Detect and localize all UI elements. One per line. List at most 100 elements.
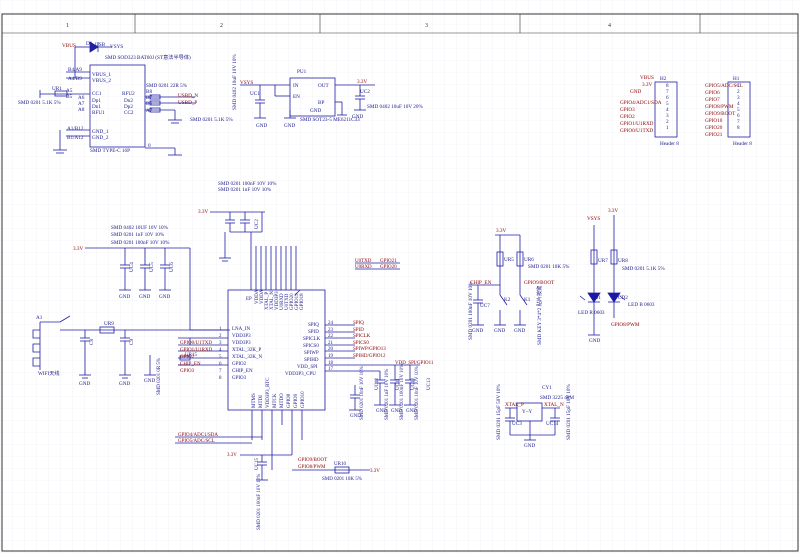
buttons-gnd: GND bbox=[472, 328, 483, 334]
usb-net-dn: USBD_N bbox=[178, 93, 198, 99]
header-h2-pin: GPIO1/U1RXD bbox=[620, 121, 654, 127]
bottom-pwm: GPIO8/PWM bbox=[298, 465, 326, 470]
antenna-ref: A1 bbox=[36, 315, 43, 321]
ldo-vsys: VSYS bbox=[240, 80, 253, 86]
antenna-cap-right: C9 bbox=[129, 339, 135, 345]
crystal-pins: Y~Y bbox=[522, 409, 533, 415]
buttons-res-ref: UR5 bbox=[504, 257, 514, 263]
chip-right-num: 23 bbox=[328, 328, 334, 333]
left-caps-line1: SMD 0402 10UF 10V 10% bbox=[111, 225, 169, 231]
chip-right-net: SPID bbox=[353, 328, 364, 333]
ldo-ref: PU1 bbox=[297, 69, 307, 75]
right-cap-ref: UC13 bbox=[427, 378, 432, 390]
ldo-in-cap-ref: UC1 bbox=[250, 91, 260, 97]
header-h1-num: 2 bbox=[737, 89, 740, 95]
buttons-k2: K2 bbox=[504, 297, 511, 303]
crystal-c-left-val: SMD 0201 15pF 50V 10% bbox=[496, 384, 502, 440]
leds-d2-ref: CD2 bbox=[618, 295, 628, 301]
header-h1-pin: GPIO5/ADC/SCL bbox=[705, 83, 743, 89]
header-h1-pin: GPIO20 bbox=[705, 125, 723, 131]
bottom-rail: 3.3V bbox=[227, 453, 237, 458]
header-h1-pin: GPIO10 bbox=[705, 118, 723, 124]
chip-right-pin: SPID bbox=[308, 330, 319, 335]
chip-left-pin: XTAL_32K_N bbox=[232, 355, 263, 360]
header-h2-pin: GPIO0/U1TXD bbox=[620, 128, 653, 134]
header-h2-num: 8 bbox=[666, 83, 669, 89]
header-h1-num: 8 bbox=[737, 125, 740, 131]
right-cap-val: SMD 0201 1nF 10V 10% bbox=[385, 369, 390, 420]
usb-pin: Dn1 bbox=[92, 104, 101, 110]
usb-pin: Dp2 bbox=[124, 104, 133, 110]
usb-pin: Dp1 bbox=[92, 98, 101, 104]
chip-right-pin: VDD_SPI bbox=[297, 365, 318, 370]
usb-pin: CC2 bbox=[124, 110, 134, 116]
chip-left-net: GPIO1/U1RXD bbox=[180, 348, 213, 353]
usb-pin: A5 bbox=[66, 88, 73, 94]
chip-left-pin: VDD3P3 bbox=[232, 341, 251, 346]
left-caps-texts: SMD 0402 10UF 10V 10% SMD 0201 1nF 10V 1… bbox=[73, 225, 175, 300]
crystal-texts: CY1 SMD 3225 40M Y~Y XTAL_P XTAL_N UC3 U… bbox=[496, 384, 574, 449]
usb-net-dp: USBD_P bbox=[178, 100, 197, 106]
usb-vsys-label: VSYS bbox=[110, 44, 123, 50]
chip-top-pin: XTAL_N bbox=[270, 291, 275, 310]
usb-pin: A7 bbox=[78, 101, 85, 107]
header-h2-num: 6 bbox=[666, 95, 669, 101]
chip-top-pin: EP bbox=[246, 297, 252, 302]
header-h2-num: 5 bbox=[666, 101, 669, 107]
left-caps-gnd: GND bbox=[159, 294, 170, 300]
chip-bottom-pin: GPIO9 bbox=[294, 393, 299, 408]
right-cap-val: SMD 0201 10nF 10V 10% bbox=[360, 366, 365, 420]
ldo-in-cap: SMD 0402 10uF 10V 10% bbox=[232, 54, 238, 110]
chip-right-pin: SPIHD bbox=[304, 358, 319, 363]
antenna-label: WIFI天线 bbox=[38, 369, 60, 377]
crystal-block bbox=[505, 402, 560, 441]
chip-top-pin: VDDA bbox=[260, 289, 265, 304]
ldo-pin: GND bbox=[310, 108, 321, 114]
chip-top-pin: U0RXD bbox=[280, 293, 285, 310]
chip-net-gpio21: GPIO21 bbox=[380, 259, 397, 264]
header-h2-num: 3 bbox=[666, 113, 669, 119]
usb-diode-part: SMD SOD323 BAT60J (ST意法半导体) bbox=[105, 53, 191, 61]
buttons-cap-ref: UC7 bbox=[480, 303, 490, 309]
top-caps-ref: UC2 bbox=[254, 219, 260, 229]
antenna-res-ref: UR9 bbox=[104, 321, 114, 327]
header-h2-gnd: GND bbox=[630, 89, 641, 95]
usb-pin: RFU1 bbox=[92, 110, 105, 116]
chip-left-pin: VDD3P3 bbox=[232, 334, 251, 339]
header-h1-num: 6 bbox=[737, 113, 740, 119]
buttons-boot: GPIO9/BOOT bbox=[524, 280, 555, 286]
column-labels: 1 2 3 4 bbox=[66, 23, 611, 29]
bottom-res-val: SMD 0201 10K 5% bbox=[322, 477, 362, 482]
header-h2-num: 1 bbox=[666, 125, 669, 131]
left-caps-line2: SMD 0201 1nF 10V 10% bbox=[111, 232, 165, 238]
bottom-rail2: 3.3V bbox=[370, 469, 380, 474]
ldo-pin: IN bbox=[293, 83, 299, 89]
chip-top-pin: U0TXD bbox=[285, 293, 290, 310]
chip-bottom-pin: MTDO bbox=[280, 393, 285, 408]
chip-top-pin: GPIO18 bbox=[300, 293, 305, 310]
chip-bottom-pin: MTCK bbox=[273, 393, 278, 408]
chip-gnd: GND bbox=[350, 414, 361, 419]
chip-top-pin: VDD3P3 bbox=[275, 291, 280, 310]
chip-left-pin: GPIO2 bbox=[232, 362, 247, 367]
right-cap-ref: UC12 bbox=[375, 378, 380, 390]
chip-right-pin: SPICS0 bbox=[303, 344, 319, 349]
right-cap-val: SMD 0201 100nF 10V 10% bbox=[400, 364, 405, 420]
chip-top-pin: XTAL_P bbox=[265, 292, 270, 310]
antenna-gnd: GND bbox=[144, 378, 155, 384]
left-cap-ref: UC6 bbox=[169, 262, 175, 272]
chip-left-num: 4 bbox=[219, 348, 222, 353]
top-caps-block bbox=[210, 211, 297, 290]
usb-connector-body bbox=[89, 64, 146, 148]
header-h1-num: 3 bbox=[737, 95, 740, 101]
chip-bottom-net: GPIO4/ADC1/SDA bbox=[178, 433, 218, 438]
bottom-cap-val: SMD 0201 100nF 10V 10% bbox=[257, 474, 262, 530]
header-h2-num: 2 bbox=[666, 119, 669, 125]
chip-bottom-pin: GPIO10 bbox=[301, 391, 306, 408]
ldo-body bbox=[289, 77, 336, 117]
chip-left-num: 1 bbox=[219, 327, 222, 332]
header-h1-pin: GPIO7 bbox=[705, 97, 720, 103]
leds-r1-ref: UR7 bbox=[598, 258, 608, 264]
chip-left-num: 6 bbox=[219, 362, 222, 367]
chip-gnd: GND bbox=[376, 409, 387, 414]
